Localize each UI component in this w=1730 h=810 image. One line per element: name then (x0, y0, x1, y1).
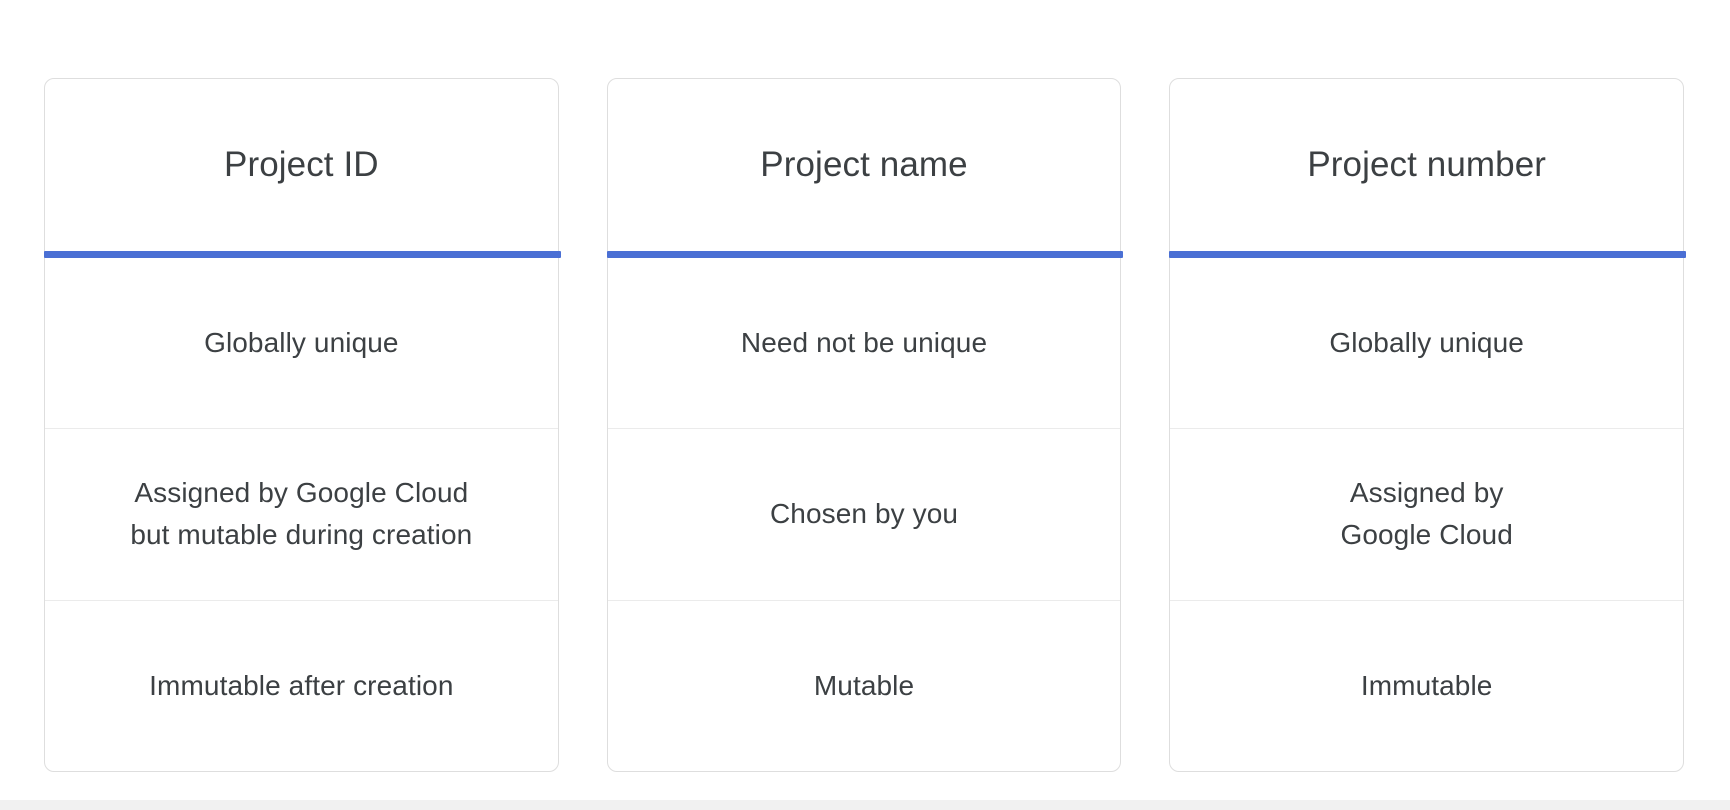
cell-text: Globally unique (204, 326, 399, 358)
table-row: Immutable after creation (45, 599, 558, 771)
card-body-project-name: Need not be unique Chosen by you Mutable (607, 251, 1121, 771)
accent-divider-bar (1169, 251, 1687, 258)
table-row: Need not be unique (608, 258, 1121, 428)
card-header-project-number: Project number (1170, 79, 1683, 251)
table-row: Assigned by Google Cloud but mutable dur… (45, 428, 558, 599)
cell-text: Globally unique (1329, 326, 1524, 358)
table-row: Assigned by Google Cloud (1170, 428, 1684, 599)
table-row: Globally unique (45, 258, 558, 428)
page-bottom-strip (0, 800, 1730, 810)
card-header-project-name: Project name (608, 79, 1121, 251)
comparison-card-project-id: Project ID Globally unique Assigned by G… (44, 78, 561, 772)
card-header-project-id: Project ID (45, 79, 558, 251)
comparison-card-project-name: Project name Need not be unique Chosen b… (606, 78, 1124, 772)
comparison-card-project-number: Project number Globally unique Assigned … (1169, 78, 1687, 772)
table-row: Globally unique (1170, 258, 1683, 428)
card-header-title: Project number (1307, 145, 1547, 184)
cell-text: Chosen by you (769, 498, 959, 530)
cell-text: Assigned by Google Cloud (1340, 476, 1513, 551)
table-row: Immutable (1170, 599, 1684, 771)
card-header-title: Project name (760, 145, 968, 184)
card-body-project-number: Globally unique Assigned by Google Cloud… (1170, 251, 1684, 771)
cell-text: Immutable (1360, 669, 1493, 701)
comparison-card-group: Project ID Globally unique Assigned by G… (44, 78, 1687, 772)
cell-text: Assigned by Google Cloud but mutable dur… (130, 476, 473, 551)
cell-text: Mutable (813, 669, 915, 701)
card-header-title: Project ID (224, 145, 379, 184)
table-row: Chosen by you (607, 428, 1121, 599)
table-row: Mutable (607, 599, 1121, 771)
accent-divider-bar (44, 251, 561, 258)
cell-text: Immutable after creation (149, 669, 454, 701)
card-body-project-id: Globally unique Assigned by Google Cloud… (45, 251, 558, 771)
accent-divider-bar (606, 251, 1124, 258)
cell-text: Need not be unique (740, 326, 988, 358)
